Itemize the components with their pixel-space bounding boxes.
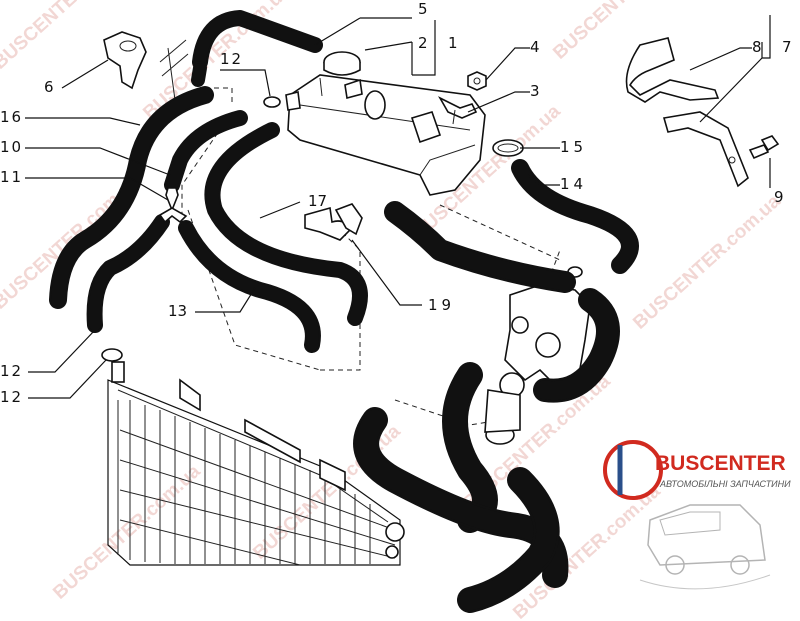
van-icon: [639, 504, 771, 590]
watermark-text: BUSCENTER.com.ua: [49, 461, 205, 604]
callout-8: 8: [752, 38, 762, 56]
callout-14: 13: [168, 302, 187, 320]
expansion-tank: [285, 74, 486, 196]
logo-tagline: АВТОМОБІЛЬНІ ЗАПЧАСТИНИ: [659, 479, 791, 489]
watermark-text: BUSCENTER.com.ua: [629, 191, 785, 334]
buscenter-logo: BUSCENTER АВТОМОБІЛЬНІ ЗАПЧАСТИНИ: [603, 440, 791, 590]
logo-brand-name: BUSCENTER: [655, 452, 786, 475]
radiator-cap-plug: [385, 522, 405, 542]
hose-clip: [304, 203, 363, 241]
tank-neck: [364, 90, 386, 120]
callout-15: 14: [560, 175, 587, 193]
hoses: [49, 10, 639, 613]
radiator: [107, 361, 405, 566]
callout-5: 5: [418, 0, 428, 18]
vent-valve: [437, 96, 478, 125]
radiator-inlet: [111, 361, 125, 383]
callout-16: 15: [560, 138, 587, 156]
callout-1: 1: [448, 34, 458, 52]
hose-clamp: [492, 139, 524, 157]
callout-2: 2: [418, 34, 428, 52]
hose-clamp-small: [101, 96, 281, 362]
callout-10: 10: [0, 138, 23, 156]
callout-3: 3: [530, 82, 540, 100]
callout-labels: 5 2 1 4 3 15 14 8 7 9 12 6 16 10 11 17 1…: [0, 0, 792, 406]
callout-12-bottom: 12: [0, 388, 23, 406]
callout-11: 11: [0, 168, 23, 186]
callout-18: 17: [308, 192, 327, 210]
callout-7: 7: [782, 38, 792, 56]
watermark-text: BUSCENTER.com.ua: [549, 0, 705, 64]
callout-12-top: 12: [220, 50, 243, 68]
thermostat-housing: [484, 266, 591, 445]
hose-retainer: [103, 31, 189, 101]
callout-6: 6: [44, 78, 54, 96]
nut: [467, 71, 487, 91]
callout-17: 16: [0, 108, 23, 126]
callout-13: 12: [0, 362, 23, 380]
callout-19: 19: [428, 296, 455, 314]
tank-cap: [323, 51, 361, 76]
leader-lines: [25, 15, 771, 399]
callout-4: 4: [530, 38, 540, 56]
bracket: [625, 37, 720, 103]
logo-ring-icon: [603, 440, 663, 500]
support-bracket: [662, 111, 749, 188]
callout-9: 9: [774, 188, 784, 206]
bolt: [748, 135, 780, 160]
